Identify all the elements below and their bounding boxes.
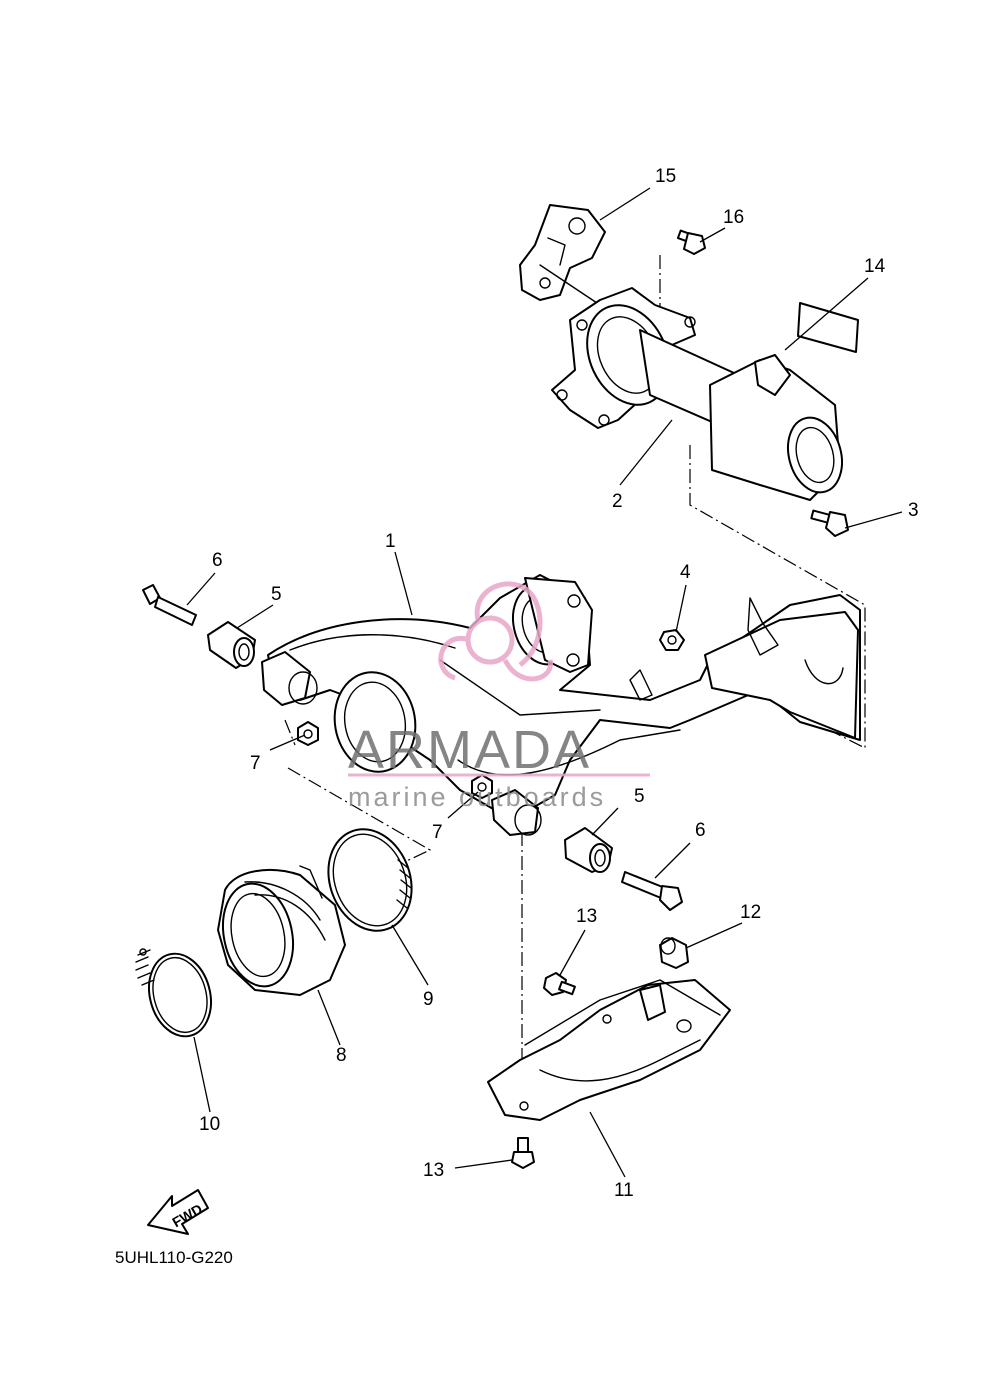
callout-6-upper: 6: [212, 550, 223, 571]
part-16-bolt: [676, 229, 706, 255]
watermark-brand: ARMADA: [348, 720, 591, 780]
callout-labels: 1 2 3 4 5 5 6 6 7 7 8 9 10 11 12 13 13 1…: [199, 166, 919, 1201]
callout-9: 9: [423, 989, 434, 1010]
part-13-bolt-upper: [543, 972, 576, 996]
part-14-label: [797, 302, 859, 353]
part-11-skid-plate: [487, 979, 731, 1121]
callout-14: 14: [864, 256, 886, 277]
callout-2: 2: [612, 491, 623, 512]
callout-12: 12: [740, 902, 761, 923]
part-7-nut-left: [297, 721, 319, 746]
callout-5-lower: 5: [634, 786, 645, 807]
part-10-clamp: [135, 948, 212, 1038]
callout-16: 16: [723, 207, 744, 228]
watermark-tagline: marine outboards: [348, 782, 606, 812]
callout-13-lower: 13: [423, 1160, 444, 1181]
part-13-bolt-lower: [511, 1137, 535, 1169]
callout-13-upper: 13: [576, 906, 597, 927]
part-6-bolt-upper: [142, 584, 197, 626]
part-12-stopper: [659, 937, 689, 969]
part-15-bracket: [519, 204, 606, 306]
part-9-snap-ring: [327, 828, 413, 932]
callout-8: 8: [336, 1045, 347, 1066]
callout-7-center: 7: [432, 822, 443, 843]
part-4-nut: [659, 629, 685, 651]
callout-4: 4: [680, 562, 691, 583]
watermark-logo: [438, 581, 553, 682]
callout-6-lower: 6: [695, 820, 706, 841]
callout-7-left: 7: [250, 753, 261, 774]
callout-3: 3: [908, 500, 919, 521]
drawing-code: 5UHL110-G220: [115, 1248, 233, 1267]
part-2-axle-housing: [551, 287, 843, 501]
callout-5-upper: 5: [271, 584, 282, 605]
part-5-bushing-lower: [564, 827, 613, 873]
callout-1: 1: [385, 531, 396, 552]
fwd-direction-arrow: FWD: [147, 1189, 209, 1235]
watermark: ARMADA marine outboards: [348, 581, 650, 812]
part-5-bushing-upper: [207, 621, 256, 669]
part-8-boot: [217, 865, 346, 996]
leader-lines: [186, 187, 903, 1178]
part-3-bolt: [810, 509, 849, 537]
callout-10: 10: [199, 1114, 220, 1135]
callout-15: 15: [655, 166, 676, 187]
callout-11: 11: [614, 1180, 634, 1201]
part-1-swing-arm: [261, 574, 861, 836]
part-6-bolt-lower: [621, 871, 683, 911]
